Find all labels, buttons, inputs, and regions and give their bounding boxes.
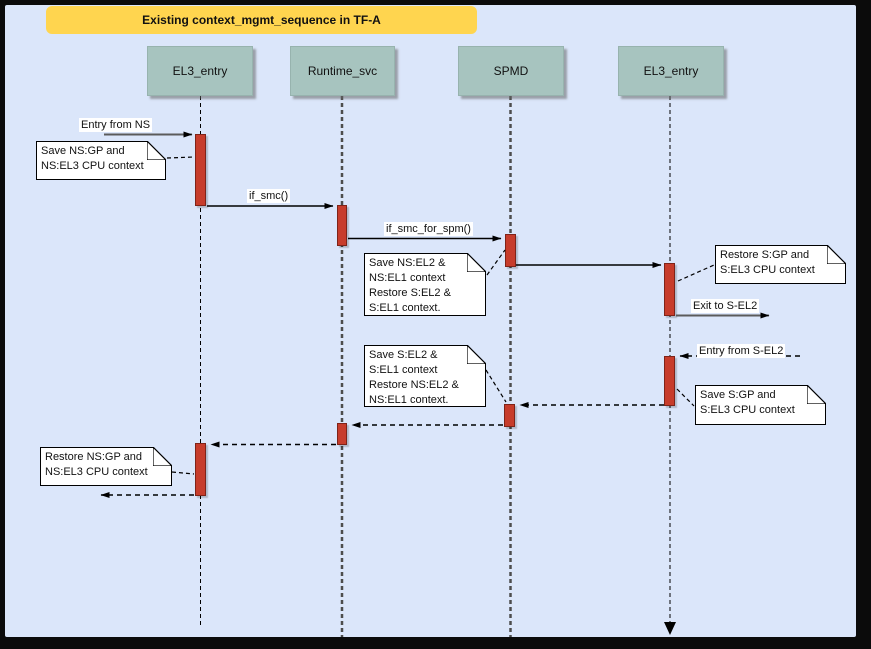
diagram-canvas [5,5,856,637]
label-entry-from-ns: Entry from NS [79,118,153,132]
note-text: Save NS:GP and NS:EL3 CPU context [41,145,144,172]
actor-label: EL3_entry [172,64,228,78]
label-if-smc-for-spm: if_smc_for_spm() [384,222,473,236]
note-fold-icon [467,253,486,272]
note-fold-icon [147,141,166,160]
actor-spmd: SPMD [458,46,564,96]
note-fold-icon [153,447,172,466]
note-fold-icon [827,245,846,264]
activation-el3-left-1 [195,134,206,206]
note-text: Save S:GP and S:EL3 CPU context [700,389,795,416]
note-save-s-el2: Save S:EL2 & S:EL1 context Restore NS:EL… [364,345,486,407]
label-exit-to-s-el2: Exit to S-EL2 [691,299,760,313]
note-text: Restore NS:GP and NS:EL3 CPU context [45,451,148,478]
note-save-s-gp: Save S:GP and S:EL3 CPU context [695,385,826,425]
note-restore-ns-gp: Restore NS:GP and NS:EL3 CPU context [40,447,172,486]
activation-spmd-1 [505,234,516,267]
activation-runtime-2 [337,423,347,445]
note-save-ns-el2: Save NS:EL2 & NS:EL1 context Restore S:E… [364,253,486,316]
note-fold-icon [807,385,826,404]
actor-label: Runtime_svc [307,64,378,78]
note-text: Save NS:EL2 & NS:EL1 context Restore S:E… [369,257,451,314]
note-fold-icon [467,345,486,364]
activation-spmd-2 [504,404,515,427]
actor-label: SPMD [493,64,529,78]
note-text: Save S:EL2 & S:EL1 context Restore NS:EL… [369,349,459,406]
label-entry-from-s-el2: Entry from S-EL2 [697,344,786,358]
actor-el3-entry-left: EL3_entry [147,46,253,96]
note-save-ns-gp: Save NS:GP and NS:EL3 CPU context [36,141,166,180]
activation-el3-left-2 [195,443,206,496]
label-if-smc: if_smc() [247,189,291,203]
note-text: Restore S:GP and S:EL3 CPU context [720,249,815,276]
actor-label: EL3_entry [643,64,699,78]
activation-el3-right-1 [664,263,675,316]
actor-el3-entry-right: EL3_entry [618,46,724,96]
activation-el3-right-2 [664,356,675,406]
actor-runtime-svc: Runtime_svc [290,46,395,96]
diagram-title: Existing context_mgmt_sequence in TF-A [46,6,477,34]
note-restore-s-gp: Restore S:GP and S:EL3 CPU context [715,245,846,284]
activation-runtime-1 [337,205,347,246]
